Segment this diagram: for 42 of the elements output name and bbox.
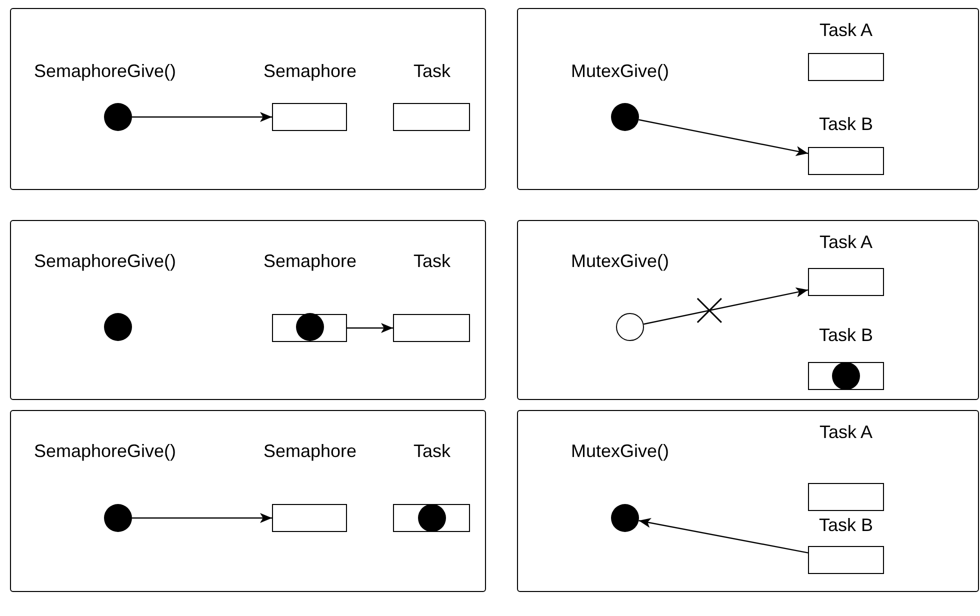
box-label: Semaphore: [263, 440, 357, 462]
box-label: Semaphore: [263, 250, 357, 272]
arrow: [638, 518, 808, 554]
slot-box: [808, 546, 884, 574]
box-label: Task A: [819, 231, 873, 253]
box-label: Task A: [819, 19, 873, 41]
panel-frame: [517, 410, 979, 592]
box-label: SemaphoreGive(): [34, 250, 176, 272]
panel-frame: [10, 8, 486, 190]
box-label: MutexGive(): [571, 250, 669, 272]
box-label: Task B: [818, 113, 874, 135]
box-label: MutexGive(): [571, 60, 669, 82]
box-label: Task: [414, 250, 450, 272]
box-label: Semaphore: [263, 60, 357, 82]
box-label: SemaphoreGive(): [34, 60, 176, 82]
slot-box: [808, 362, 884, 390]
arrow: [132, 513, 272, 523]
slot-box: [808, 483, 884, 511]
box-label: Task A: [819, 421, 873, 443]
panel-frame: [10, 220, 486, 400]
arrow: [132, 112, 272, 122]
slot-box: [393, 504, 470, 532]
arrow: [347, 323, 393, 333]
panel-frame: [10, 410, 486, 592]
box-label: Task: [414, 440, 450, 462]
panel-frame: [517, 220, 979, 400]
arrow: [638, 119, 808, 156]
slot-box: [272, 103, 347, 131]
slot-box: [808, 268, 884, 296]
slot-box: [272, 504, 347, 532]
box-label: MutexGive(): [571, 440, 669, 462]
slot-box: [808, 53, 884, 81]
panel-frame: [517, 8, 979, 190]
slot-box: [393, 103, 470, 131]
arrow: [644, 287, 808, 325]
box-label: Task B: [818, 514, 874, 536]
slot-box: [272, 314, 347, 342]
box-label: Task: [414, 60, 450, 82]
box-label: Task B: [818, 324, 874, 346]
box-label: SemaphoreGive(): [34, 440, 176, 462]
slot-box: [393, 314, 470, 342]
slot-box: [808, 147, 884, 175]
